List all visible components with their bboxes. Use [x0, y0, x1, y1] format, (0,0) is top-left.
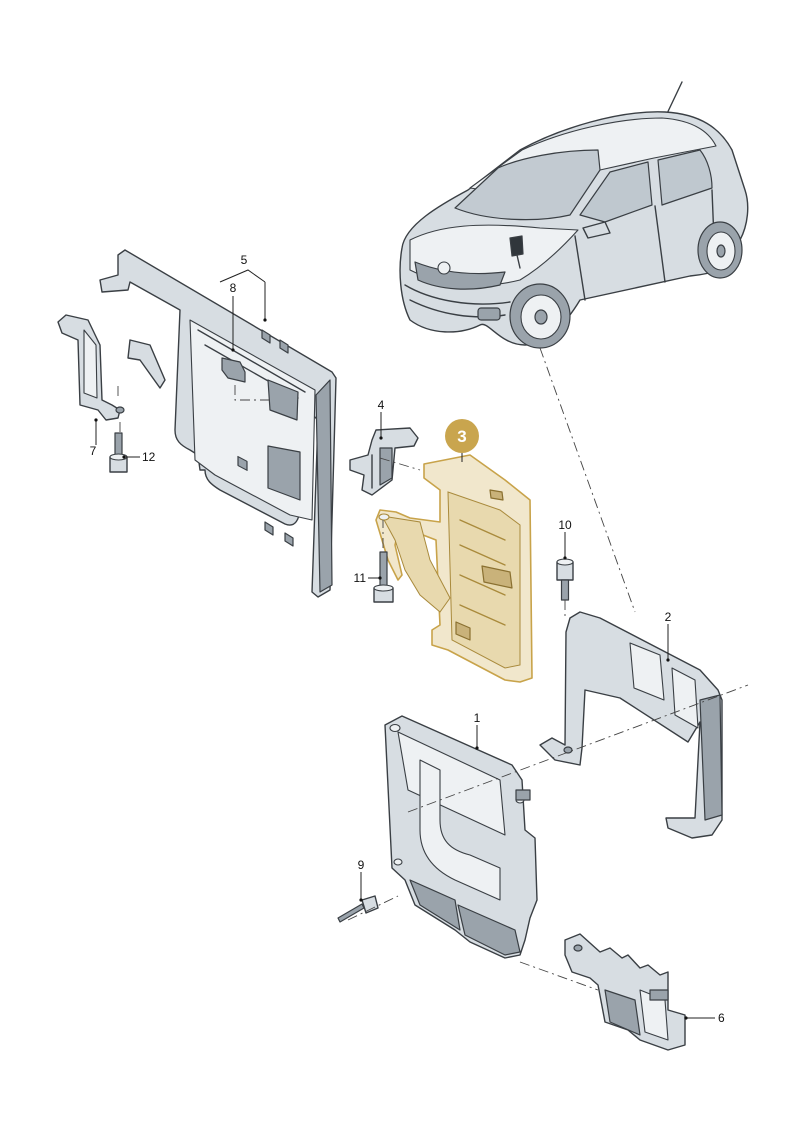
- leader-lines: [95, 269, 715, 1019]
- callout-10[interactable]: 10: [558, 518, 572, 532]
- callout-9[interactable]: 9: [358, 858, 365, 872]
- callout-7[interactable]: 7: [90, 444, 97, 458]
- leader-dots: [94, 318, 688, 1020]
- support-bracket-7: [57, 314, 125, 421]
- callout-3-badge[interactable]: 3: [445, 419, 479, 453]
- callout-3: 3: [457, 427, 466, 446]
- support-bracket-4: [349, 427, 419, 496]
- callout-5[interactable]: 5: [241, 253, 248, 267]
- highlight-badge-circle: [445, 419, 479, 453]
- vehicle-illustration: [399, 81, 749, 349]
- support-bracket-6: [564, 933, 686, 1051]
- callout-1[interactable]: 1: [474, 711, 481, 725]
- clip-icon: [221, 357, 246, 383]
- clip-icon-9: [337, 895, 379, 923]
- callout-8[interactable]: 8: [230, 281, 237, 295]
- mounting-frame: [99, 249, 337, 598]
- control-unit-housing: [375, 454, 533, 683]
- bolt-icon-11: [373, 551, 394, 603]
- vehicle-location-line: [539, 347, 636, 613]
- bolt-icon-10: [556, 558, 574, 601]
- support-bracket-2: [539, 611, 723, 839]
- alignment-lines: [117, 385, 749, 991]
- callout-4[interactable]: 4: [378, 398, 385, 412]
- callout-6[interactable]: 6: [718, 1011, 725, 1025]
- bolt-icon-12: [109, 432, 128, 473]
- control-unit: [384, 715, 538, 959]
- callout-12[interactable]: 12: [142, 450, 156, 464]
- callout-11[interactable]: 11: [354, 571, 367, 585]
- callout-2[interactable]: 2: [665, 610, 672, 624]
